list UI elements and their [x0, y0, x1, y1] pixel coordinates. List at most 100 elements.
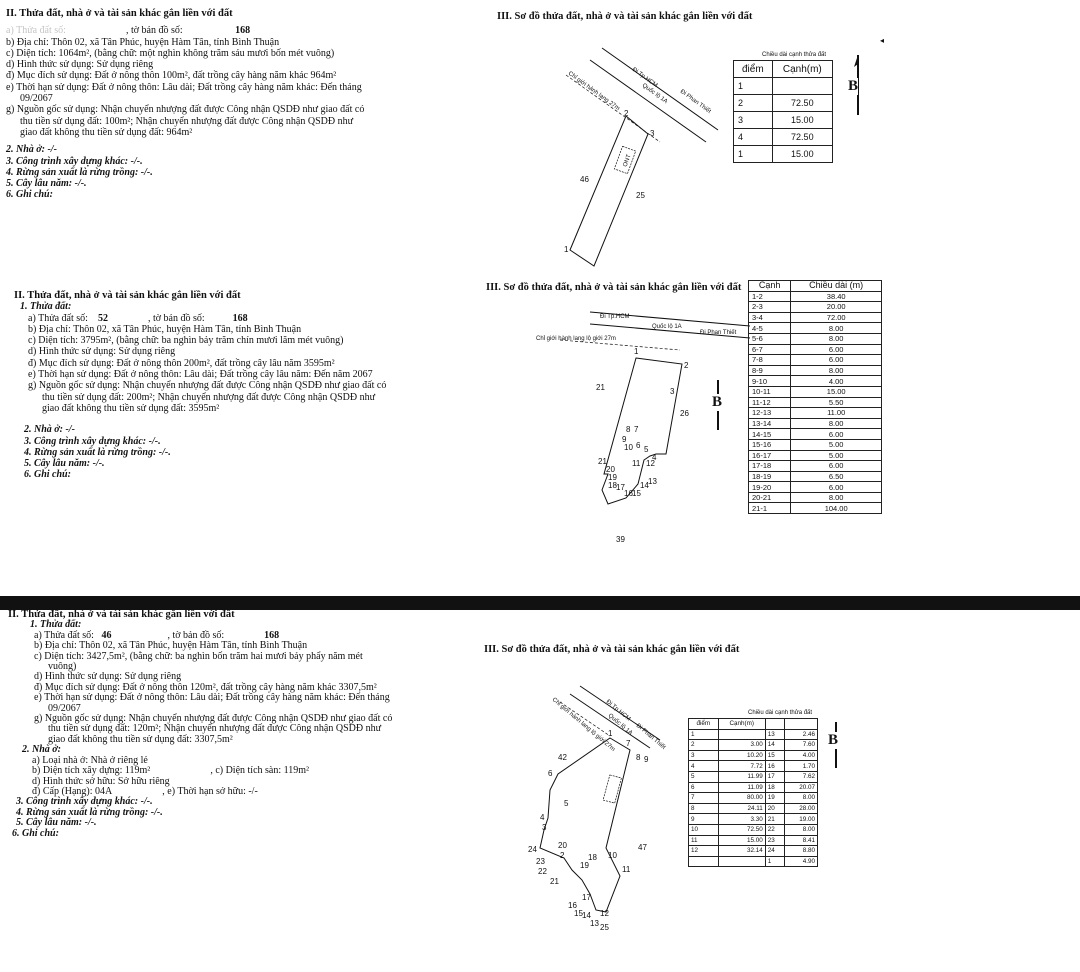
table-cell: 15.00	[717, 834, 766, 847]
notes-line: 6. Ghi chú:	[12, 827, 59, 839]
usage-purpose-line: đ) Mục đích sử dụng: Đất ở nông thôn 200…	[28, 357, 335, 369]
origin-line: g) Nguồn gốc sử dụng: Nhận chuyển nhượng…	[28, 380, 387, 392]
parcel-diagram-1: Đi Tp.HCM Quốc lộ 1A Đi Phan Thiết Chỉ g…	[564, 47, 719, 268]
point-2: 2	[684, 361, 689, 370]
house-line: 2. Nhà ở:	[22, 744, 61, 756]
usage-term-line: e) Thời hạn sử dụng: Đất ở nông thôn: Lâ…	[6, 81, 362, 93]
table-cell: 11.99	[717, 770, 766, 783]
col-header	[764, 718, 785, 730]
point-23: 23	[536, 857, 545, 866]
table-cell: 38.40	[790, 290, 882, 303]
col-header: Cạnh(m)	[717, 718, 766, 730]
table-cell: 6-7	[747, 343, 792, 356]
table-cell: 7-8	[747, 354, 792, 366]
col-header: điểm	[688, 718, 719, 730]
north-label: B	[828, 732, 839, 749]
usage-term-line-2: 09/2067	[20, 93, 53, 105]
point-11: 11	[632, 459, 641, 468]
table-cell: 72.50	[717, 823, 766, 836]
table-cell: 72.00	[790, 311, 882, 324]
point-13: 13	[590, 919, 599, 928]
table-cell: 24.11	[717, 802, 766, 815]
table-cell: 16-17	[747, 449, 792, 462]
table-cell: 15.00	[790, 385, 882, 398]
table-cell: 13	[764, 728, 785, 741]
col-header: Cạnh(m)	[771, 60, 834, 78]
table-cell: 6.00	[790, 354, 882, 366]
table-cell: 5	[688, 770, 719, 783]
area-line: c) Diện tích: 3427,5m², (bằng chữ: ba ng…	[34, 650, 363, 662]
point-14: 14	[582, 911, 591, 920]
table-cell: 4	[688, 760, 719, 772]
point-1: 1	[634, 347, 639, 356]
table-cell: 8.00	[783, 823, 819, 836]
map-sheet-label: , tờ bản đồ số:	[147, 312, 205, 324]
table-cell: 13-14	[747, 417, 792, 430]
table-cell: 2	[733, 94, 773, 112]
table-caption: Chiều dài cạnh thửa đất	[762, 52, 827, 58]
point-7: 7	[634, 425, 639, 434]
table-cell: 5-6	[747, 332, 792, 345]
table-cell: 19.00	[783, 813, 819, 825]
point-9: 9	[622, 435, 627, 444]
neighbor-39: 39	[616, 535, 625, 544]
origin-line-2: thu tiền sử dụng đất: 200m²; Nhận chuyển…	[42, 391, 375, 403]
map-sheet-label: , tờ bản đồ số:	[167, 629, 225, 641]
table-cell: 3	[733, 111, 773, 129]
usage-form-line: d) Hình thức sử dụng: Sử dụng riêng	[34, 671, 182, 683]
point-5: 5	[564, 799, 569, 808]
table-cell: 16	[764, 760, 785, 772]
table-cell: 8.41	[783, 834, 819, 847]
table-cell: 7	[688, 792, 719, 804]
address-line: b) Địa chỉ: Thôn 02, xã Tân Phúc, huyện …	[34, 640, 308, 652]
construction-line: 3. Công trình xây dựng khác: -/-.	[16, 796, 153, 808]
sub-heading: 1. Thửa đất:	[30, 619, 82, 631]
table-cell: 6	[688, 781, 719, 794]
point-8: 8	[626, 425, 631, 434]
map-sheet-number: 168	[232, 312, 248, 324]
point-4: 4	[652, 453, 657, 462]
table-cell: 3.30	[717, 813, 766, 825]
origin-line-2: thu tiền sử dụng đất: 120m²; Nhận chuyển…	[48, 723, 381, 735]
table-cell: 21-1	[747, 502, 792, 515]
table-cell: 4	[733, 128, 773, 146]
usage-term-line: e) Thời hạn sử dụng: Đất ở nông thôn: Lâ…	[28, 369, 373, 381]
table-cell: 8.00	[790, 364, 882, 377]
origin-line-3: giao đất không thu tiền sử dụng đất: 359…	[42, 402, 220, 414]
table-cell: 1	[688, 728, 719, 741]
usage-purpose-line: đ) Mục đích sử dụng: Đất ở nông thôn 100…	[6, 70, 337, 82]
table-cell: 18-19	[747, 470, 792, 483]
table-cell: 8.80	[783, 845, 819, 857]
point-6: 6	[548, 769, 553, 778]
table-cell: 18	[764, 781, 785, 794]
map-sheet-label: , tờ bản đồ số:	[125, 25, 183, 37]
table-cell: 15.00	[771, 111, 834, 129]
parcel-number-label: a) Thửa đất số:	[34, 629, 94, 641]
table-cell: 1	[764, 855, 785, 868]
point-1: 1	[564, 245, 569, 254]
point-3: 3	[670, 387, 675, 396]
table-cell: 22	[764, 823, 785, 836]
road-edge-top	[601, 47, 719, 131]
table-cell: 20.07	[783, 781, 819, 794]
table-cell: 4.00	[790, 375, 882, 387]
road-label-pt: Đi Phan Thiết	[635, 723, 667, 751]
table-cell: 10.20	[717, 749, 766, 762]
trees-line: 5. Cây lâu năm: -/-.	[16, 817, 97, 829]
table-cell: 104.00	[790, 502, 882, 515]
point-12: 12	[646, 459, 655, 468]
corridor-label: Chỉ giới hành lang lộ giới 27m	[536, 335, 616, 342]
